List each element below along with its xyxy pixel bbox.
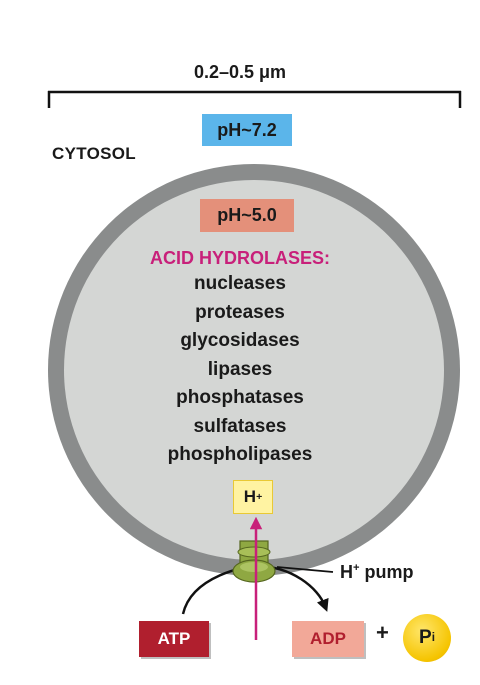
enzyme-item: phospholipases: [167, 444, 313, 465]
size-label: 0.2–0.5 μm: [193, 62, 287, 82]
enzyme-item: phosphatases: [176, 387, 304, 408]
adp-box: ADP: [292, 621, 364, 657]
enzyme-item: sulfatases: [193, 415, 287, 437]
enzyme-item: nucleases: [194, 273, 286, 294]
pump-label: H+ pump: [340, 562, 414, 583]
acid-hydrolases-title: ACID HYDROLASES:: [149, 248, 330, 268]
plus-sign: +: [376, 620, 389, 645]
size-bracket: [47, 90, 462, 108]
enzyme-list: nucleases proteases glycosidases lipases…: [0, 270, 480, 470]
cytosol-label: CYTOSOL: [52, 144, 136, 163]
enzyme-item: glycosidases: [180, 330, 300, 351]
pump-leader-line: [276, 566, 334, 573]
lumen-ph-box: pH~5.0: [200, 199, 294, 232]
enzyme-item: lipases: [207, 358, 273, 380]
phosphate-symbol: P: [419, 627, 432, 648]
lysosome-lumen: [64, 180, 444, 560]
pump-label-charge: +: [353, 562, 360, 574]
enzyme-item: proteases: [195, 301, 285, 323]
proton-pump: [232, 540, 276, 583]
pump-label-text: pump: [364, 562, 414, 582]
proton-symbol: H: [243, 487, 257, 506]
atp-box: ATP: [139, 621, 209, 657]
cytosol-ph-box: pH~7.2: [202, 114, 292, 146]
proton-box: H+: [233, 480, 273, 514]
pump-label-symbol: H: [340, 562, 353, 582]
